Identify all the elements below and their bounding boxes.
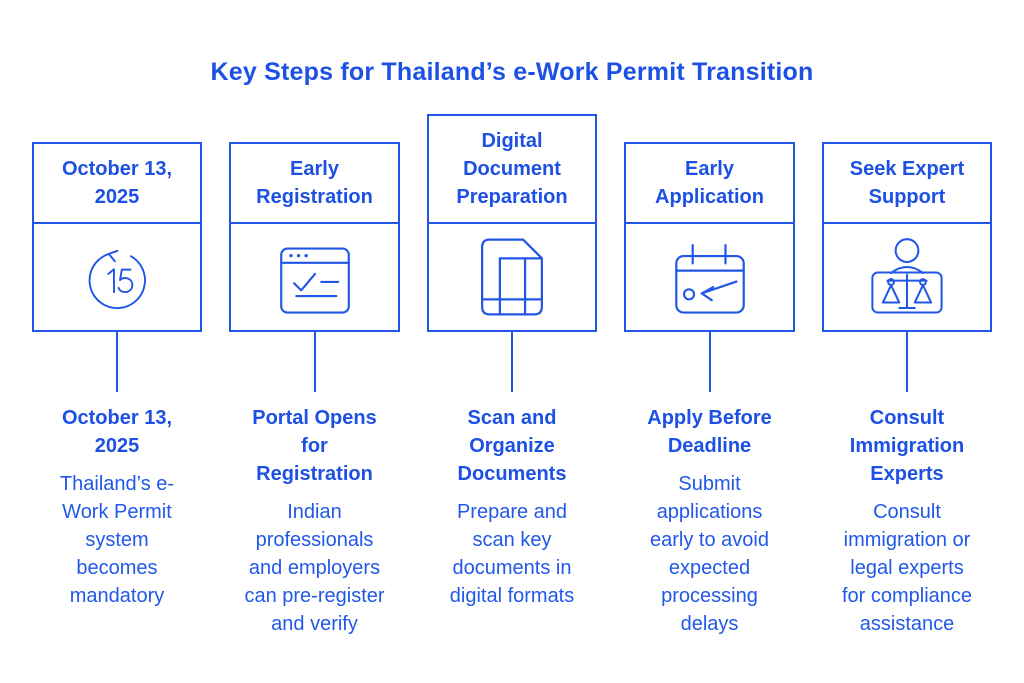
step-box-area: October 13, 2025: [31, 108, 203, 332]
step-box-title: Early Application: [626, 144, 793, 224]
step-box-title: October 13, 2025: [33, 144, 201, 224]
connector-line: [313, 332, 316, 392]
registration-portal-icon: [275, 237, 355, 317]
step-icon-area: [231, 224, 398, 330]
connector-line: [906, 332, 908, 392]
step-header-box: Early Application: [624, 142, 795, 332]
step-header-box: Seek Expert Support: [821, 142, 993, 332]
connector-line: [708, 332, 711, 392]
step-heading: Scan and Organize Documents: [457, 407, 567, 485]
connector-line: [116, 332, 118, 392]
step-box-title: Seek Expert Support: [823, 144, 991, 224]
step-description: Submit applications early to avoid expec…: [650, 473, 769, 635]
step-header-box: Digital Document Preparation: [426, 114, 598, 332]
step-header-box: Early Registration: [229, 142, 400, 332]
step-column-digital-documents: Digital Document Preparation: [426, 108, 598, 638]
step-box-area: Seek Expert Support: [821, 108, 993, 332]
step-column-early-application: Early Application: [624, 108, 795, 638]
steps-row: October 13, 2025 October: [0, 108, 1024, 638]
step-description: Consult immigration or legal experts for…: [841, 501, 973, 635]
step-heading: Consult Immigration Experts: [849, 407, 965, 485]
step-column-october-13: October 13, 2025 October: [31, 108, 203, 638]
step-box-area: Digital Document Preparation: [426, 108, 598, 332]
calendar-deadline-icon: [669, 236, 751, 318]
step-icon-area: [429, 224, 596, 330]
step-description: Indian professionals and employers can p…: [244, 501, 385, 635]
step-box-area: Early Registration: [229, 108, 400, 332]
step-column-expert-support: Seek Expert Support: [821, 108, 993, 638]
step-box-title: Early Registration: [231, 144, 398, 224]
step-icon-area: [626, 224, 793, 330]
step-box-area: Early Application: [624, 108, 795, 332]
step-heading: Apply Before Deadline: [647, 407, 772, 457]
step-box-title: Digital Document Preparation: [428, 116, 596, 224]
step-heading: Portal Opens for Registration: [252, 407, 377, 485]
legal-expert-icon: [866, 236, 948, 318]
countdown-clock-icon: [78, 238, 156, 316]
page-title: Key Steps for Thailand’s e-Work Permit T…: [210, 58, 814, 86]
step-column-early-registration: Early Registration: [229, 108, 400, 638]
step-heading: October 13, 2025: [61, 407, 173, 457]
connector-line: [511, 332, 513, 392]
step-icon-area: [824, 224, 991, 330]
document-grid-icon: [470, 235, 554, 319]
step-description: Thailand’s e- Work Permit system becomes…: [59, 473, 175, 607]
step-header-box: October 13, 2025: [31, 142, 203, 332]
step-icon-area: [34, 224, 201, 330]
step-description: Prepare and scan key documents in digita…: [449, 501, 575, 607]
